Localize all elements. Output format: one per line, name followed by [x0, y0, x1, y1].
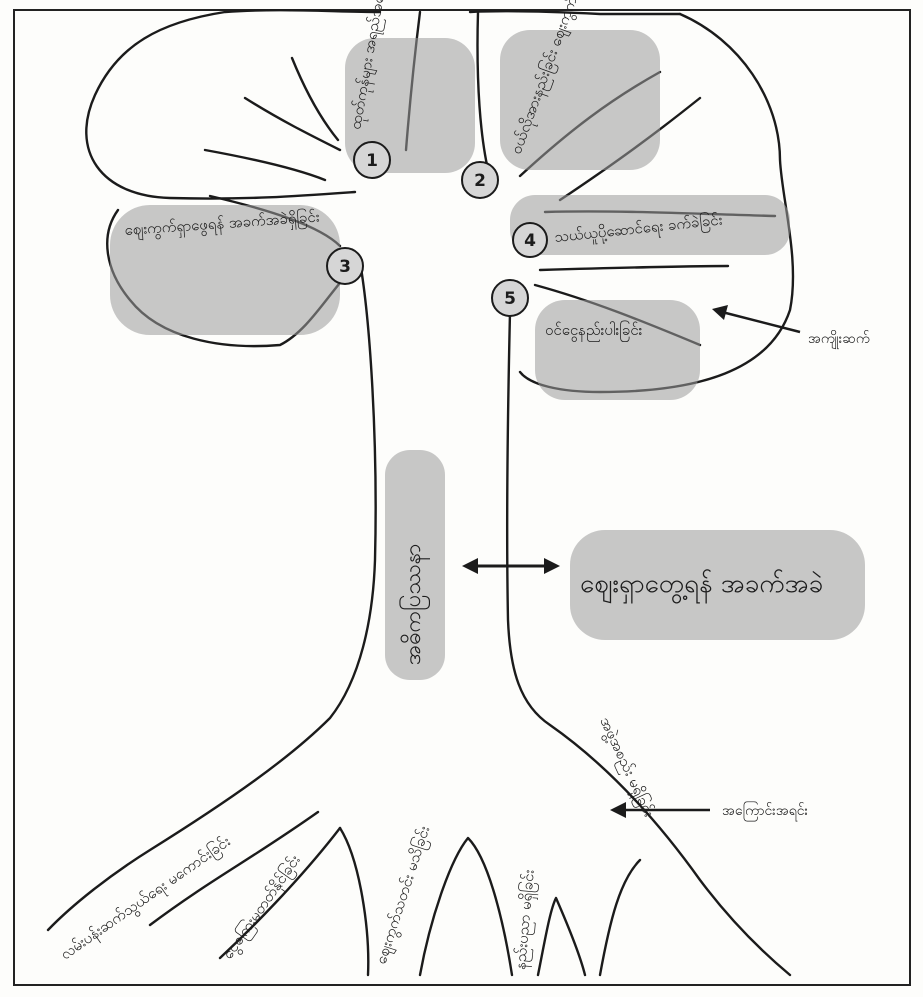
- crown-left-outline: [86, 10, 380, 198]
- svg-text:1: 1: [366, 151, 378, 171]
- effects-caption: အကျိုးဆက်: [808, 331, 870, 349]
- causes-arrow: [610, 802, 710, 818]
- branch-label-5: ဝင်ငွေနည်းပါးခြင်း: [545, 320, 643, 342]
- badge-5: 5: [492, 280, 528, 316]
- badge-4: 4: [513, 223, 547, 257]
- core-problem-label: ဈေးရှာတွေ့ရန် အခက်အခဲ: [580, 568, 823, 604]
- trunk-left-outline: [48, 262, 376, 930]
- root-divider-3: [340, 828, 368, 975]
- trunk-right-outline: [507, 312, 790, 975]
- badge-3: 3: [327, 248, 363, 284]
- root-divider-4: [420, 838, 512, 975]
- branch-divider-3: [205, 150, 325, 180]
- trunk-double-arrow: [462, 558, 560, 574]
- badge-1: 1: [354, 142, 390, 178]
- badge-2: 2: [462, 162, 498, 198]
- svg-text:4: 4: [524, 231, 536, 251]
- stem-divider-2: [478, 12, 491, 178]
- branch-divider-8: [540, 266, 728, 270]
- root-divider-5: [538, 898, 585, 975]
- trunk-label: အဓိကပြဿနာ: [399, 544, 430, 665]
- branch-highlight-lower-right: [535, 300, 700, 400]
- causes-caption: အကြောင်းအရင်း: [722, 802, 809, 821]
- root-label-4: နည်းပညာ မရှိခြင်း: [510, 869, 541, 971]
- root-divider-6: [600, 860, 640, 975]
- svg-text:5: 5: [504, 289, 516, 309]
- root-label-2: ငွေကြေးမတတ်နိုင်ခြင်း: [218, 851, 307, 964]
- svg-text:3: 3: [339, 257, 351, 277]
- svg-text:2: 2: [474, 171, 486, 191]
